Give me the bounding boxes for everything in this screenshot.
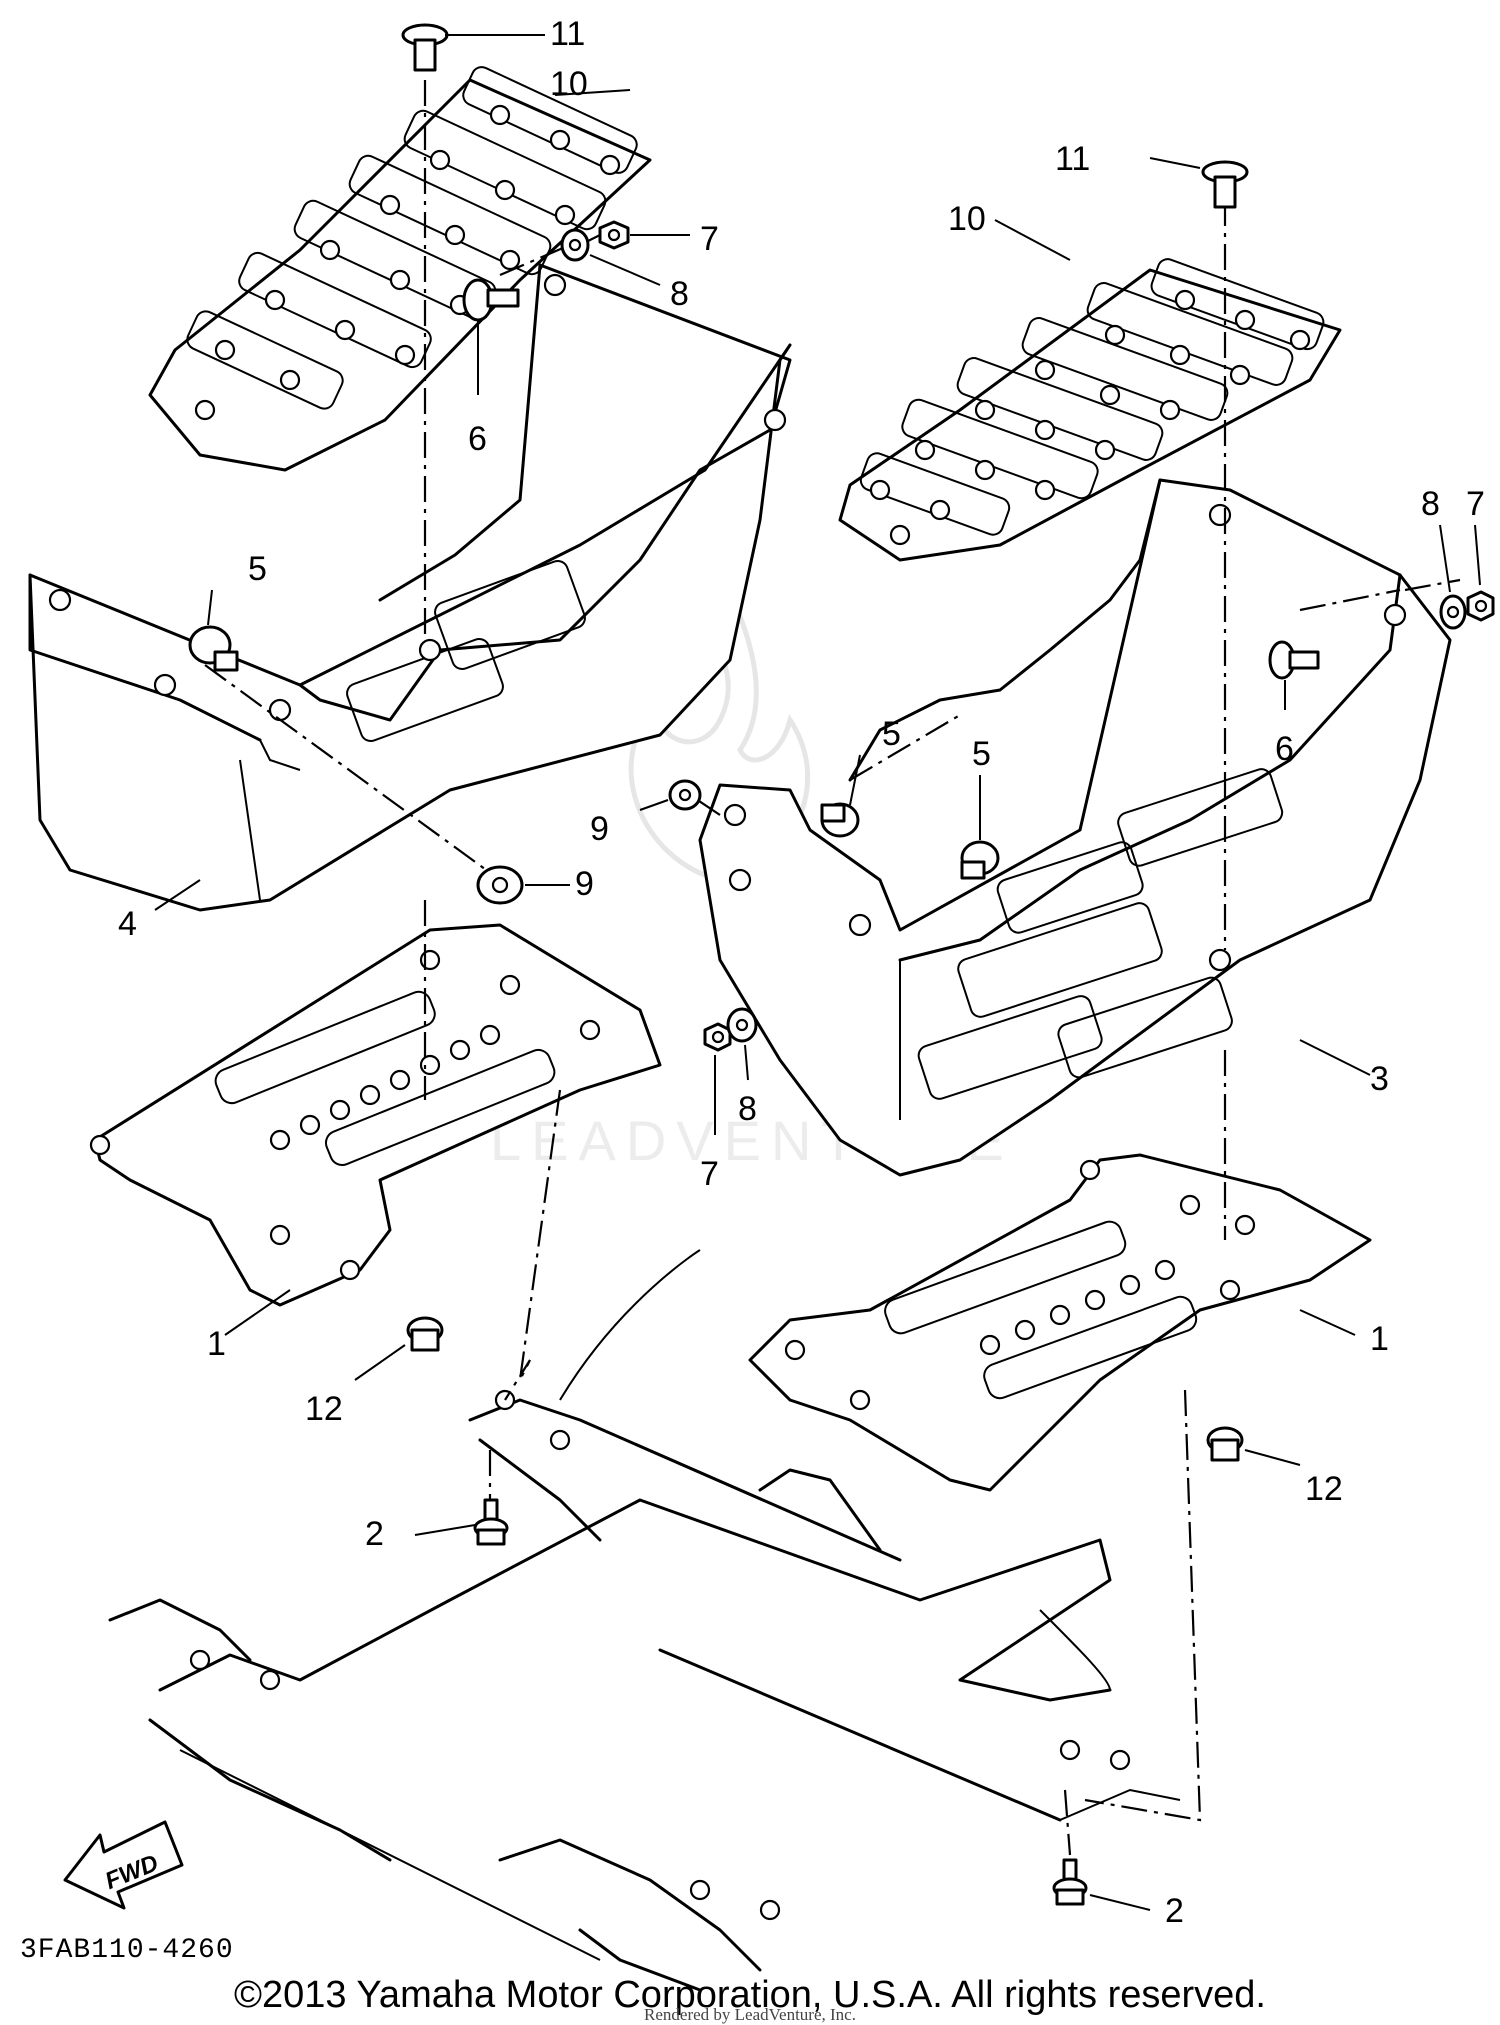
callout-part-9-left: 9: [575, 865, 594, 903]
grommet-5-right: [960, 840, 1000, 880]
callout-part-5-right: 5: [972, 735, 991, 773]
nut-7-upper: [598, 220, 630, 250]
bolt-6-upper: [462, 278, 520, 322]
bolt-11-left: [401, 23, 449, 72]
leader-lines: [154, 34, 1481, 1911]
rendered-by-credit: Rendered by LeadVenture, Inc.: [644, 2005, 856, 2024]
copyright-notice: ©2013 Yamaha Motor Corporation, U.S.A. A…: [234, 1974, 1266, 2016]
nut-7-right: [1466, 590, 1495, 622]
callout-part-12-left: 12: [305, 1390, 343, 1428]
nut-9-left: [476, 865, 524, 905]
callout-part-5-left: 5: [248, 550, 267, 588]
callouts: 1 1 2 2 3 4 5 5 5 6 6 7 7 7 8 8 8 9 9 10…: [118, 15, 1485, 1930]
callout-part-4: 4: [118, 905, 137, 943]
callout-part-6-right: 6: [1275, 730, 1294, 768]
bolt-11-right: [1201, 160, 1249, 209]
callout-part-2-right: 2: [1165, 1892, 1184, 1930]
callout-part-10-right: 10: [948, 200, 986, 238]
frame: [108, 1249, 1181, 1992]
callout-part-11-left: 11: [550, 15, 585, 53]
fasteners: [188, 23, 1495, 1906]
callout-part-8-upper: 8: [670, 275, 689, 313]
callout-part-12-right: 12: [1305, 1470, 1343, 1508]
left-footrest-bracket: [89, 923, 662, 1307]
callout-part-9-center: 9: [590, 810, 609, 848]
callout-part-2-left: 2: [365, 1515, 384, 1553]
bolt-2-left: [473, 1498, 509, 1546]
bolt-6-right: [1268, 640, 1320, 680]
right-footrest-board: [838, 258, 1342, 562]
callout-part-1-left: 1: [207, 1325, 226, 1363]
callout-part-5-center: 5: [882, 715, 901, 753]
callout-part-7-right: 7: [1466, 485, 1485, 523]
callout-part-8-right: 8: [1421, 485, 1440, 523]
grommet-5-left: [188, 625, 239, 672]
grommet-5-center: [820, 802, 860, 838]
washer-8-right: [1439, 594, 1467, 630]
diagram-code: 3FAB110-4260: [20, 1935, 234, 1966]
callout-part-8-lower: 8: [738, 1090, 757, 1128]
callout-part-11-right: 11: [1055, 140, 1090, 178]
washer-8-lower: [726, 1007, 758, 1043]
callout-part-10-left: 10: [550, 65, 588, 103]
right-footrest-treads: [859, 258, 1325, 536]
callout-part-3: 3: [1370, 1060, 1389, 1098]
collar-12-left: [406, 1316, 444, 1352]
right-mud-guard: [698, 478, 1452, 1177]
right-footrest-bracket: [748, 1153, 1372, 1492]
left-mud-guard: [28, 263, 792, 912]
assembly-lines: [204, 80, 1461, 1856]
callout-part-6-left: 6: [468, 420, 487, 458]
nut-9-center: [668, 779, 702, 811]
left-footrest-board: [148, 66, 652, 472]
callout-part-7-lower: 7: [700, 1155, 719, 1193]
nut-7-lower: [703, 1022, 732, 1052]
bolt-2-right: [1052, 1858, 1088, 1906]
fwd-arrow-icon: FWD: [63, 1820, 184, 1910]
washer-8-upper: [560, 228, 590, 262]
callout-part-1-right: 1: [1370, 1320, 1389, 1358]
collar-12-right: [1206, 1426, 1244, 1462]
callout-part-7-upper: 7: [700, 220, 719, 258]
